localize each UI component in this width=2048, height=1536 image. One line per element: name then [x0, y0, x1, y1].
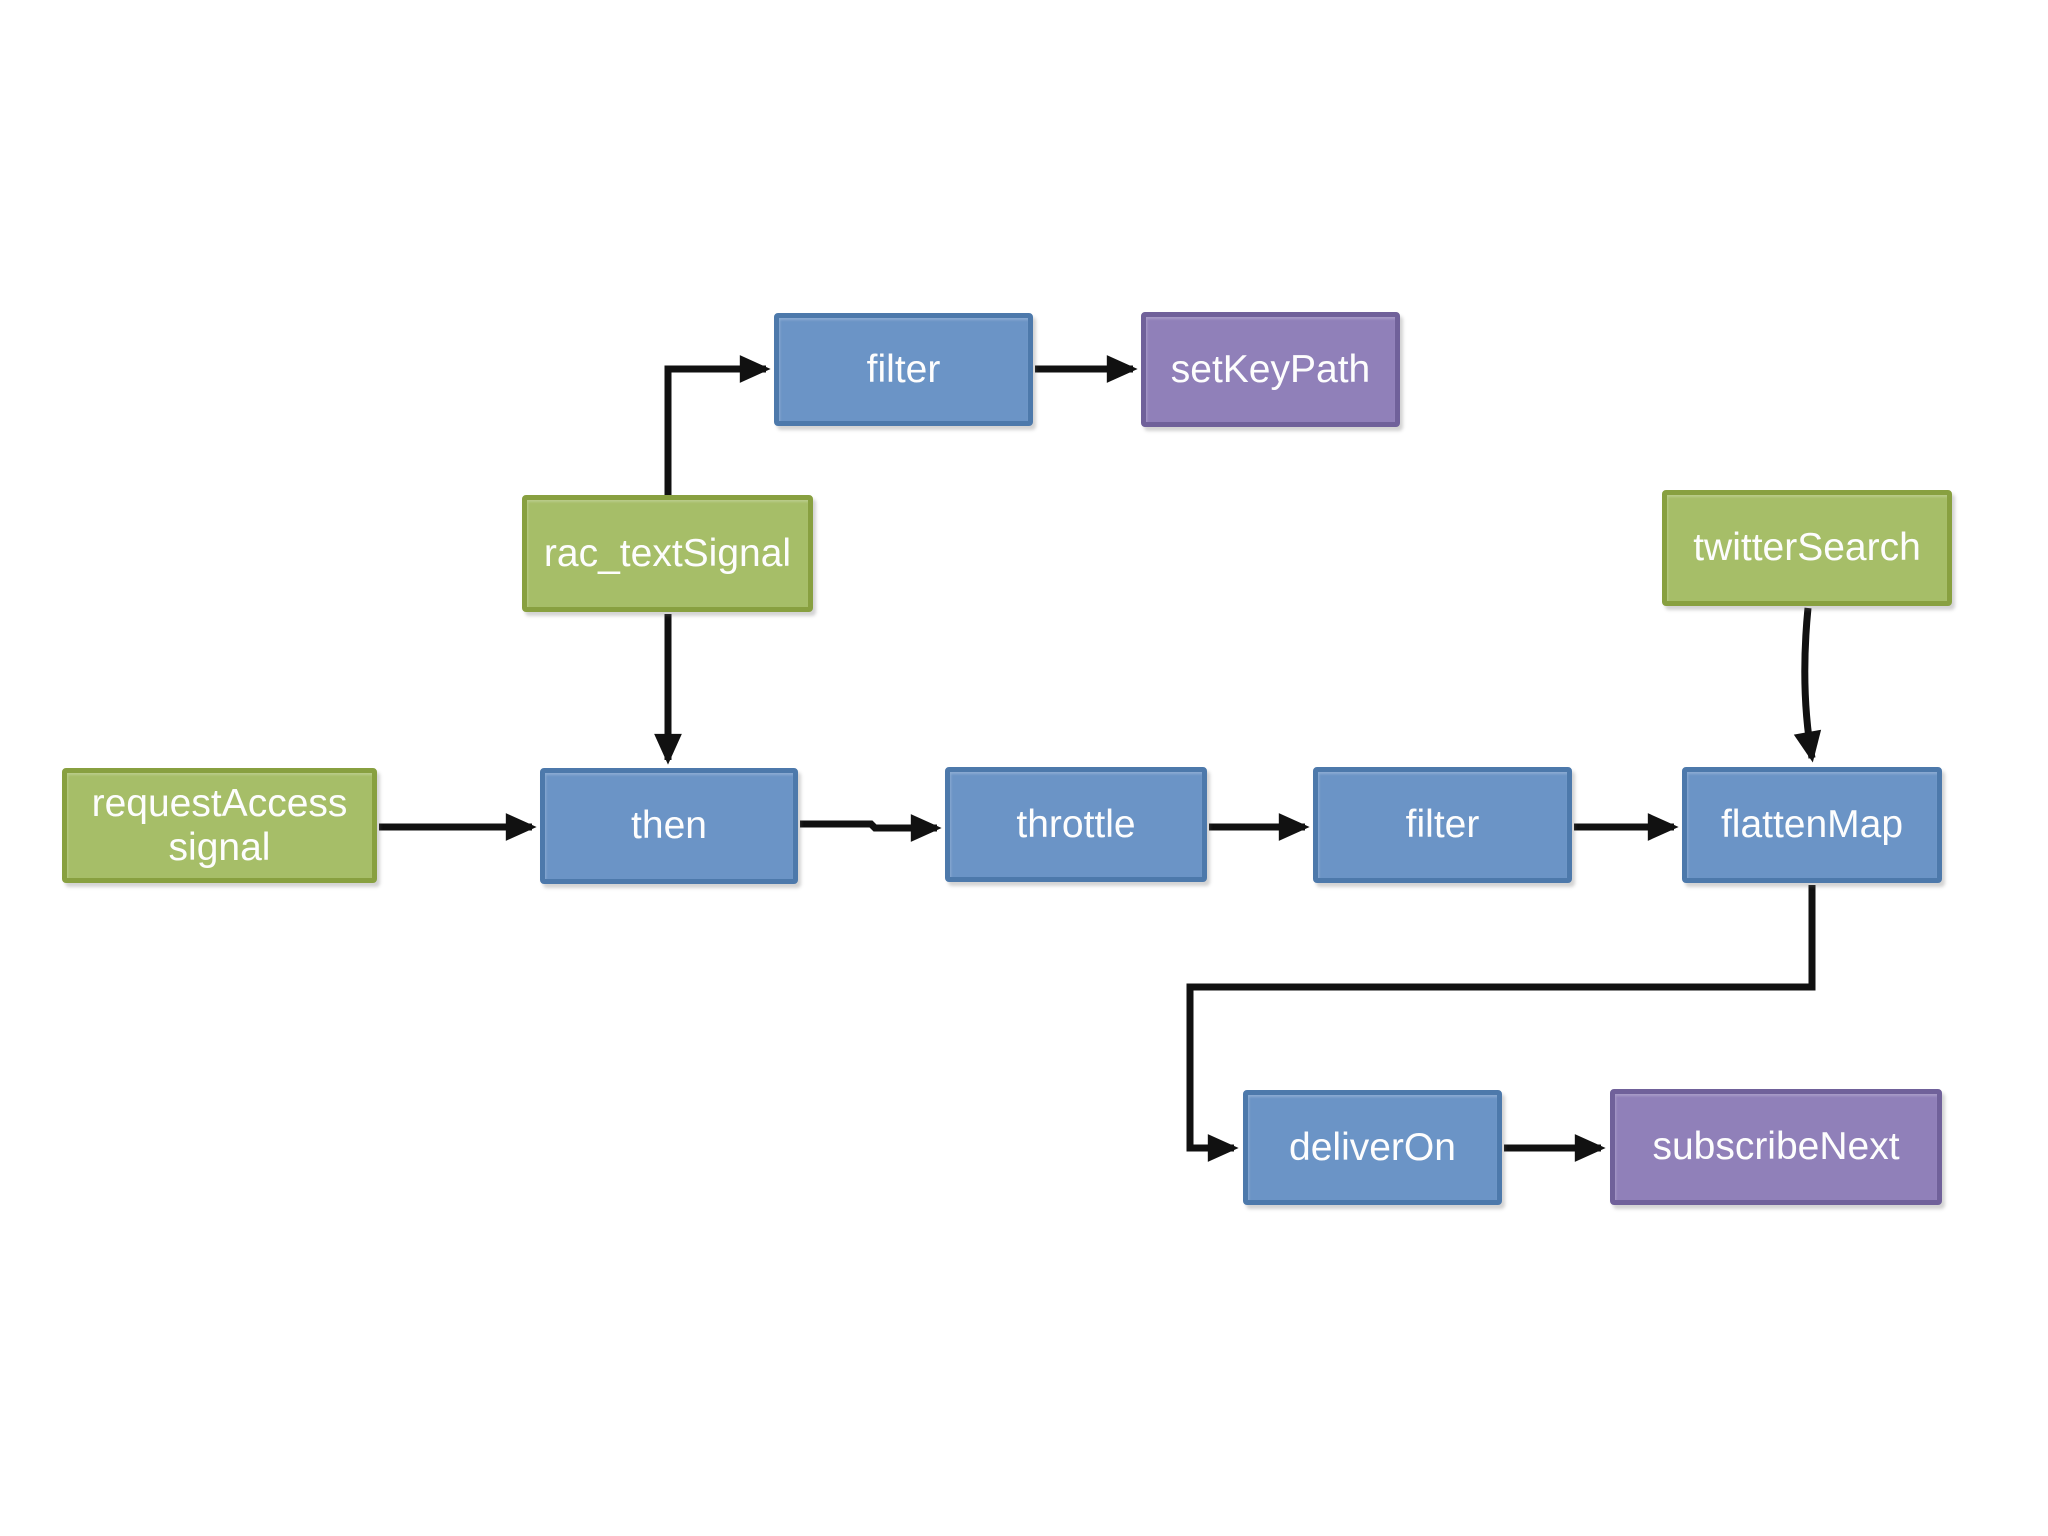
node-subscribenext-label: subscribeNext	[1652, 1125, 1900, 1169]
node-deliveron: deliverOn	[1243, 1090, 1502, 1205]
node-ractextsignal: rac_textSignal	[522, 495, 813, 612]
node-twittersearch-label: twitterSearch	[1693, 526, 1921, 570]
node-deliveron-label: deliverOn	[1289, 1125, 1456, 1169]
node-setkeypath: setKeyPath	[1141, 312, 1400, 427]
edge-flattenmap-to-deliveron-arrow	[1186, 885, 1816, 1162]
edge-ractextsignal-to-filter-arrow	[664, 355, 771, 497]
node-filter-mid: filter	[1313, 767, 1572, 883]
node-filter-top: filter	[774, 313, 1033, 426]
node-throttle-label: throttle	[1016, 802, 1136, 846]
node-setkeypath-label: setKeyPath	[1170, 347, 1371, 391]
node-flattenmap-label: flattenMap	[1720, 803, 1904, 847]
node-then-label: then	[631, 804, 707, 848]
node-ractextsignal-label: rac_textSignal	[543, 531, 792, 575]
node-requestaccesssignal: requestAccess signal	[62, 768, 377, 883]
node-then: then	[540, 768, 798, 884]
edge-then-to-throttle-arrow	[800, 814, 942, 842]
node-twittersearch: twitterSearch	[1662, 490, 1952, 606]
node-subscribenext: subscribeNext	[1610, 1089, 1942, 1205]
edge-twittersearch-to-flattenmap-arrow	[1793, 607, 1822, 763]
node-flattenmap: flattenMap	[1682, 767, 1942, 883]
node-filter-top-label: filter	[866, 347, 941, 391]
node-requestaccesssignal-label: requestAccess signal	[91, 781, 348, 869]
node-filter-mid-label: filter	[1405, 803, 1480, 847]
node-throttle: throttle	[945, 767, 1207, 882]
